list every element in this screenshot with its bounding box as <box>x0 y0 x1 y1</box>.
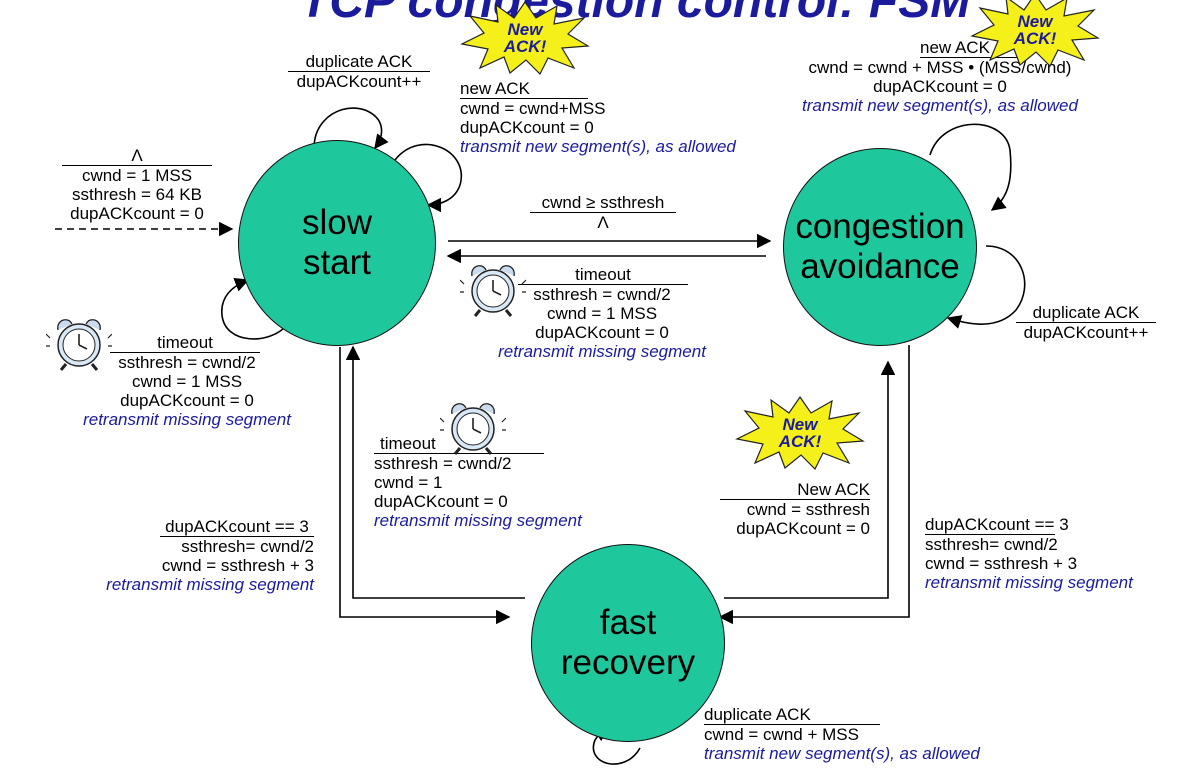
action-ca-to-ss-2: cwnd = 1 MSS <box>546 304 658 323</box>
italic-ss-newack: transmit new segment(s), as allowed <box>460 137 736 156</box>
italic-ca-newack: transmit new segment(s), as allowed <box>802 96 1078 115</box>
state-congestion-avoidance: congestion avoidance <box>783 148 977 346</box>
action-fr-to-ss-3: dupACKcount = 0 <box>374 492 508 511</box>
italic-fr-to-ss: retransmit missing segment <box>374 511 582 530</box>
trigger-ss-to-ca: cwnd ≥ ssthresh <box>530 193 676 213</box>
label-ss-timeout: timeout ssthresh = cwnd/2 cwnd = 1 MSS d… <box>62 333 312 429</box>
alarm-clock-icon <box>439 396 507 461</box>
new-ack-burst-2-line1: New <box>1017 11 1053 31</box>
state-fast-recovery-line2: recovery <box>560 643 696 682</box>
new-ack-burst-3-line1: New <box>782 414 818 434</box>
trigger-ca-dup: duplicate ACK <box>1016 303 1156 323</box>
label-ca-to-fr: dupACKcount == 3 ssthresh= cwnd/2 cwnd =… <box>925 515 1133 592</box>
trigger-ss-dup: duplicate ACK <box>288 52 430 72</box>
italic-ss-timeout: retransmit missing segment <box>83 410 291 429</box>
new-ack-burst-3: New ACK! <box>735 395 865 470</box>
trigger-fr-dup: duplicate ACK <box>704 705 880 725</box>
action-ca-newack-1: cwnd = cwnd + MSS • (MSS/cwnd) <box>808 58 1072 77</box>
state-slow-start-line1: slow <box>301 203 373 242</box>
fr-to-ca-arrow <box>724 360 896 599</box>
label-initial: Λ cwnd = 1 MSS ssthresh = 64 KB dupACKco… <box>62 146 212 223</box>
new-ack-burst-2: New ACK! <box>970 0 1100 67</box>
alarm-clock-icon <box>45 312 113 377</box>
ca-to-fr-arrow <box>718 345 910 625</box>
action-initial-3: dupACKcount = 0 <box>70 204 204 223</box>
state-slow-start: slow start <box>238 140 436 346</box>
trigger-ss-to-fr: dupACKcount == 3 <box>160 517 314 537</box>
action-ss-timeout-3: dupACKcount = 0 <box>120 391 254 410</box>
action-ca-to-fr-2: cwnd = ssthresh + 3 <box>925 554 1078 573</box>
new-ack-burst-1-line2: ACK! <box>503 36 547 56</box>
trigger-initial: Λ <box>62 146 212 166</box>
action-initial-2: ssthresh = 64 KB <box>72 185 202 204</box>
action-ca-to-ss-1: ssthresh = cwnd/2 <box>533 285 671 304</box>
italic-fr-dup: transmit new segment(s), as allowed <box>704 744 980 763</box>
action-ss-newack-2: dupACKcount = 0 <box>460 118 594 137</box>
state-slow-start-line2: start <box>302 243 372 282</box>
trigger-ca-to-fr: dupACKcount == 3 <box>925 515 1069 535</box>
action-initial-1: cwnd = 1 MSS <box>81 166 193 185</box>
label-ss-to-ca: cwnd ≥ ssthresh Λ <box>530 193 676 232</box>
ca-newack-loop <box>929 123 1012 211</box>
fr-to-ss-arrow <box>345 345 525 599</box>
action-fr-to-ss-1: ssthresh = cwnd/2 <box>374 454 512 473</box>
new-ack-burst-3-line2: ACK! <box>778 431 822 451</box>
italic-ca-to-fr: retransmit missing segment <box>925 573 1133 592</box>
action-ss-to-fr-1: ssthresh= cwnd/2 <box>181 537 314 556</box>
action-ss-to-fr-2: cwnd = ssthresh + 3 <box>161 556 314 575</box>
ca-dup-loop <box>946 245 1026 329</box>
state-fast-recovery: fast recovery <box>531 544 725 742</box>
action-ca-to-fr-1: ssthresh= cwnd/2 <box>925 535 1058 554</box>
label-fr-to-ca: New ACK cwnd = ssthresh dupACKcount = 0 <box>720 480 870 538</box>
trigger-ca-newack: new ACK <box>920 38 1020 58</box>
label-fr-to-ss: timeout ssthresh = cwnd/2 cwnd = 1 dupAC… <box>374 434 582 530</box>
label-fr-dup: duplicate ACK cwnd = cwnd + MSS transmit… <box>704 705 980 763</box>
trigger-ss-newack: new ACK <box>460 79 588 99</box>
trigger-ss-timeout: timeout <box>110 333 260 353</box>
italic-ca-to-ss: retransmit missing segment <box>498 342 706 361</box>
label-ca-to-ss: timeout ssthresh = cwnd/2 cwnd = 1 MSS d… <box>482 265 722 361</box>
trigger-fr-to-ca: New ACK <box>720 480 870 500</box>
ss-newack-loop <box>394 143 463 213</box>
new-ack-burst-1: New ACK! <box>460 0 590 75</box>
label-ss-dup: duplicate ACK dupACKcount++ <box>288 52 430 91</box>
new-ack-burst-2-line2: ACK! <box>1013 28 1057 48</box>
action-ss-dup-1: dupACKcount++ <box>296 72 422 91</box>
ss-to-fr-arrow <box>339 347 511 625</box>
state-congestion-avoidance-line2: avoidance <box>800 247 960 286</box>
action-ss-newack-1: cwnd = cwnd+MSS <box>460 99 606 118</box>
action-fr-to-ca-2: dupACKcount = 0 <box>736 519 870 538</box>
label-ca-dup: duplicate ACK dupACKcount++ <box>1016 303 1156 342</box>
trigger-ca-to-ss: timeout <box>518 265 688 285</box>
diagram-title: TCP congestion control: FSM <box>300 0 971 28</box>
label-ca-newack: new ACK cwnd = cwnd + MSS • (MSS/cwnd) d… <box>770 38 1110 115</box>
state-fast-recovery-line1: fast <box>599 603 657 642</box>
italic-ss-to-fr: retransmit missing segment <box>106 575 314 594</box>
action-ca-newack-2: dupACKcount = 0 <box>873 77 1007 96</box>
action-ss-to-ca-1: Λ <box>597 213 609 232</box>
action-fr-to-ca-1: cwnd = ssthresh <box>746 500 870 519</box>
ss-timeout-loop <box>221 277 288 340</box>
new-ack-burst-1-line1: New <box>507 19 543 39</box>
action-ss-timeout-1: ssthresh = cwnd/2 <box>118 353 256 372</box>
state-congestion-avoidance-line1: congestion <box>795 207 965 246</box>
label-ss-newack: new ACK cwnd = cwnd+MSS dupACKcount = 0 … <box>460 79 736 156</box>
alarm-clock-icon <box>459 258 527 323</box>
action-fr-to-ss-2: cwnd = 1 <box>374 473 443 492</box>
action-ca-dup-1: dupACKcount++ <box>1023 323 1149 342</box>
label-ss-to-fr: dupACKcount == 3 ssthresh= cwnd/2 cwnd =… <box>72 517 314 594</box>
action-ss-timeout-2: cwnd = 1 MSS <box>131 372 243 391</box>
trigger-fr-to-ss: timeout <box>374 434 544 454</box>
action-ca-to-ss-3: dupACKcount = 0 <box>535 323 669 342</box>
action-fr-dup-1: cwnd = cwnd + MSS <box>704 725 859 744</box>
